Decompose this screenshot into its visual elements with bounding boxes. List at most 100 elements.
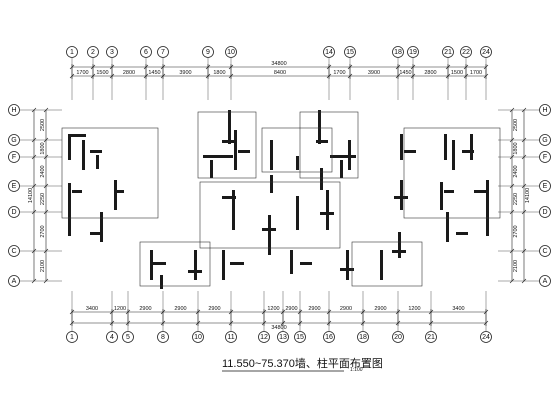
shear-wall [316,140,328,143]
left-dim: 2400 [40,165,46,177]
svg-text:16: 16 [325,334,333,341]
shear-wall [68,183,71,211]
right-dim: 2500 [513,119,519,131]
shear-wall [68,134,86,137]
top-dim: 3900 [179,70,191,76]
shear-wall [348,140,351,170]
shear-wall [222,140,234,143]
bottom-dim: 2900 [374,306,386,312]
shear-wall [398,232,401,258]
bottom-total-dim: 34800 [271,325,286,331]
left-dim: 2500 [40,119,46,131]
bottom-dim: 1200 [267,306,279,312]
shear-wall [230,262,244,265]
svg-text:15: 15 [346,49,354,56]
shear-wall [296,156,299,170]
svg-text:9: 9 [206,49,210,56]
shear-wall [452,140,455,170]
svg-text:22: 22 [462,49,470,56]
svg-text:4: 4 [110,334,114,341]
shear-wall [326,190,329,230]
axis-right-A: A [539,275,551,287]
right-dim: 2400 [513,165,519,177]
svg-text:1: 1 [70,49,74,56]
top-dim: 1500 [96,70,108,76]
axis-left-G: G [8,134,20,146]
shear-wall [72,190,82,193]
left-total-dim: 14100 [28,188,34,203]
shear-wall [300,262,312,265]
wall-outline [403,127,501,219]
top-dim: 1450 [148,70,160,76]
svg-text:24: 24 [482,334,490,341]
axis-bottom-5: 5 [122,331,134,343]
svg-text:3: 3 [110,49,114,56]
shear-wall [100,212,103,242]
shear-wall [474,190,486,193]
axis-right-F: F [539,151,551,163]
bottom-dim: 2900 [139,306,151,312]
axis-top-9: 9 [202,46,214,58]
top-dim: 2800 [123,70,135,76]
shear-wall [456,232,468,235]
axis-top-15: 15 [344,46,356,58]
svg-text:12: 12 [260,334,268,341]
bottom-dim: 3400 [86,306,98,312]
svg-text:5: 5 [126,334,130,341]
shear-walls [61,110,501,289]
svg-text:A: A [12,278,17,285]
shear-wall [114,180,117,210]
svg-text:F: F [543,154,547,161]
svg-text:18: 18 [359,334,367,341]
shear-wall [444,190,454,193]
svg-text:D: D [542,209,547,216]
svg-text:20: 20 [394,334,402,341]
shear-wall [90,232,102,235]
axis-left-E: E [8,180,20,192]
svg-text:21: 21 [427,334,435,341]
shear-wall [440,182,443,210]
svg-text:H: H [11,107,16,114]
svg-text:F: F [12,154,16,161]
shear-wall [270,140,273,170]
svg-text:D: D [11,209,16,216]
axis-top-6: 6 [140,46,152,58]
shear-wall [238,150,250,153]
wall-outline [61,127,159,219]
shear-wall [330,155,356,158]
axis-left-C: C [8,245,20,257]
shear-wall [90,150,102,153]
axis-right-E: E [539,180,551,192]
shear-wall [296,196,299,230]
svg-text:C: C [11,248,16,255]
bottom-dim: 3400 [452,306,464,312]
axis-top-10: 10 [225,46,237,58]
shear-wall [68,134,71,160]
bottom-dim: 2900 [340,306,352,312]
shear-wall [270,175,273,193]
axis-right-H: H [539,104,551,116]
shear-wall [203,155,233,158]
svg-text:A: A [543,278,548,285]
top-dim: 1450 [399,70,411,76]
axis-left-A: A [8,275,20,287]
axis-top-2: 2 [87,46,99,58]
shear-wall [340,160,343,178]
shear-wall [380,250,383,280]
shear-wall [444,134,447,160]
wall-outline [139,241,211,287]
right-dim: 1800 [513,142,519,154]
shear-wall [68,206,71,236]
shear-wall [234,130,237,170]
axis-top-14: 14 [323,46,335,58]
svg-text:19: 19 [409,49,417,56]
shear-wall [160,275,163,289]
top-dim: 1700 [333,70,345,76]
right-total-dim: 14100 [525,188,531,203]
axis-top-21: 21 [442,46,454,58]
shear-wall [150,262,166,265]
shear-wall [394,196,408,199]
wall-outline [197,111,257,179]
